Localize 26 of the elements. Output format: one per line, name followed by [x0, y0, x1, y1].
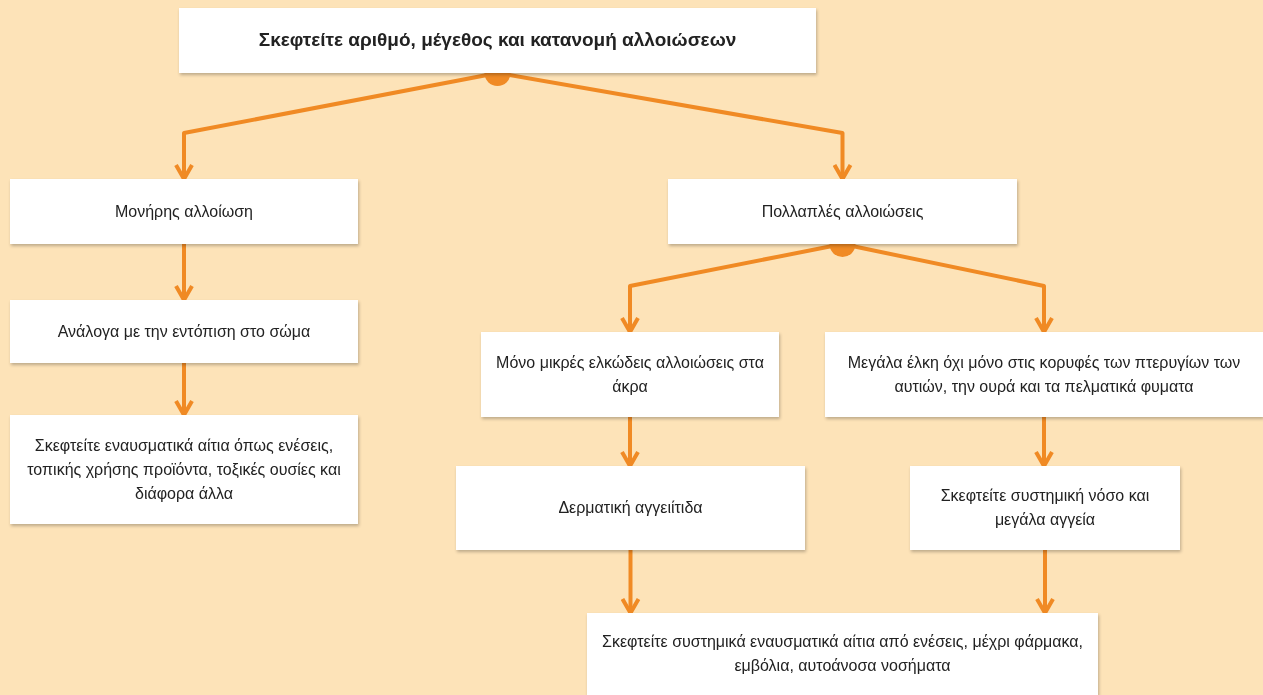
box-text: Σκεφτείτε συστημικά εναυσματικά αίτια από ενέσεις, μέχρι φάρμακα, εμβόλια, αυτοάνοσα νοσήματα: [601, 632, 1084, 676]
arrow: [620, 550, 641, 615]
process-box: [10, 415, 358, 524]
process-box: [179, 8, 816, 73]
box-text: Ανάλογα με την εντόπιση στο σώμα: [57, 321, 311, 342]
box-text: Μόνο μικρές ελκώδεις αλλοιώσεις στα άκρα: [495, 352, 765, 397]
box-text: Μεγάλα έλκη όχι μόνο στις κορυφές των πτερυγίων των αυτιών, την ουρά και τα πελματικά φυματα: [846, 352, 1242, 397]
box-text: Μονήρης αλλοίωση: [115, 201, 253, 222]
box-text: Σκεφτείτε αριθμό, μέγεθος και κατανομή αλλοιώσεων: [258, 28, 737, 53]
process-box: [10, 300, 358, 363]
arrow: [174, 363, 194, 417]
process-box: [456, 466, 805, 550]
box-text: Σκεφτείτε συστημική νόσο και μεγάλα αγγεία: [939, 486, 1151, 530]
process-box: [481, 332, 779, 417]
box-text: Σκεφτείτε εναυσματικά αίτια όπως ενέσεις, τοπικής χρήσης προϊόντα, τοξικές ουσίες και διάφορα άλλα: [26, 435, 342, 504]
process-box: [10, 179, 358, 244]
arrow: [620, 417, 640, 468]
process-box: [587, 613, 1098, 695]
box-text: Πολλαπλές αλλοιώσεις: [761, 201, 924, 222]
box-text: Δερματική αγγειίτιδα: [558, 498, 703, 518]
process-box: [910, 466, 1180, 550]
process-box: [668, 179, 1017, 244]
arrow: [1035, 550, 1055, 615]
process-box: [825, 332, 1263, 417]
arrow: [1034, 417, 1054, 468]
arrow: [174, 244, 194, 302]
